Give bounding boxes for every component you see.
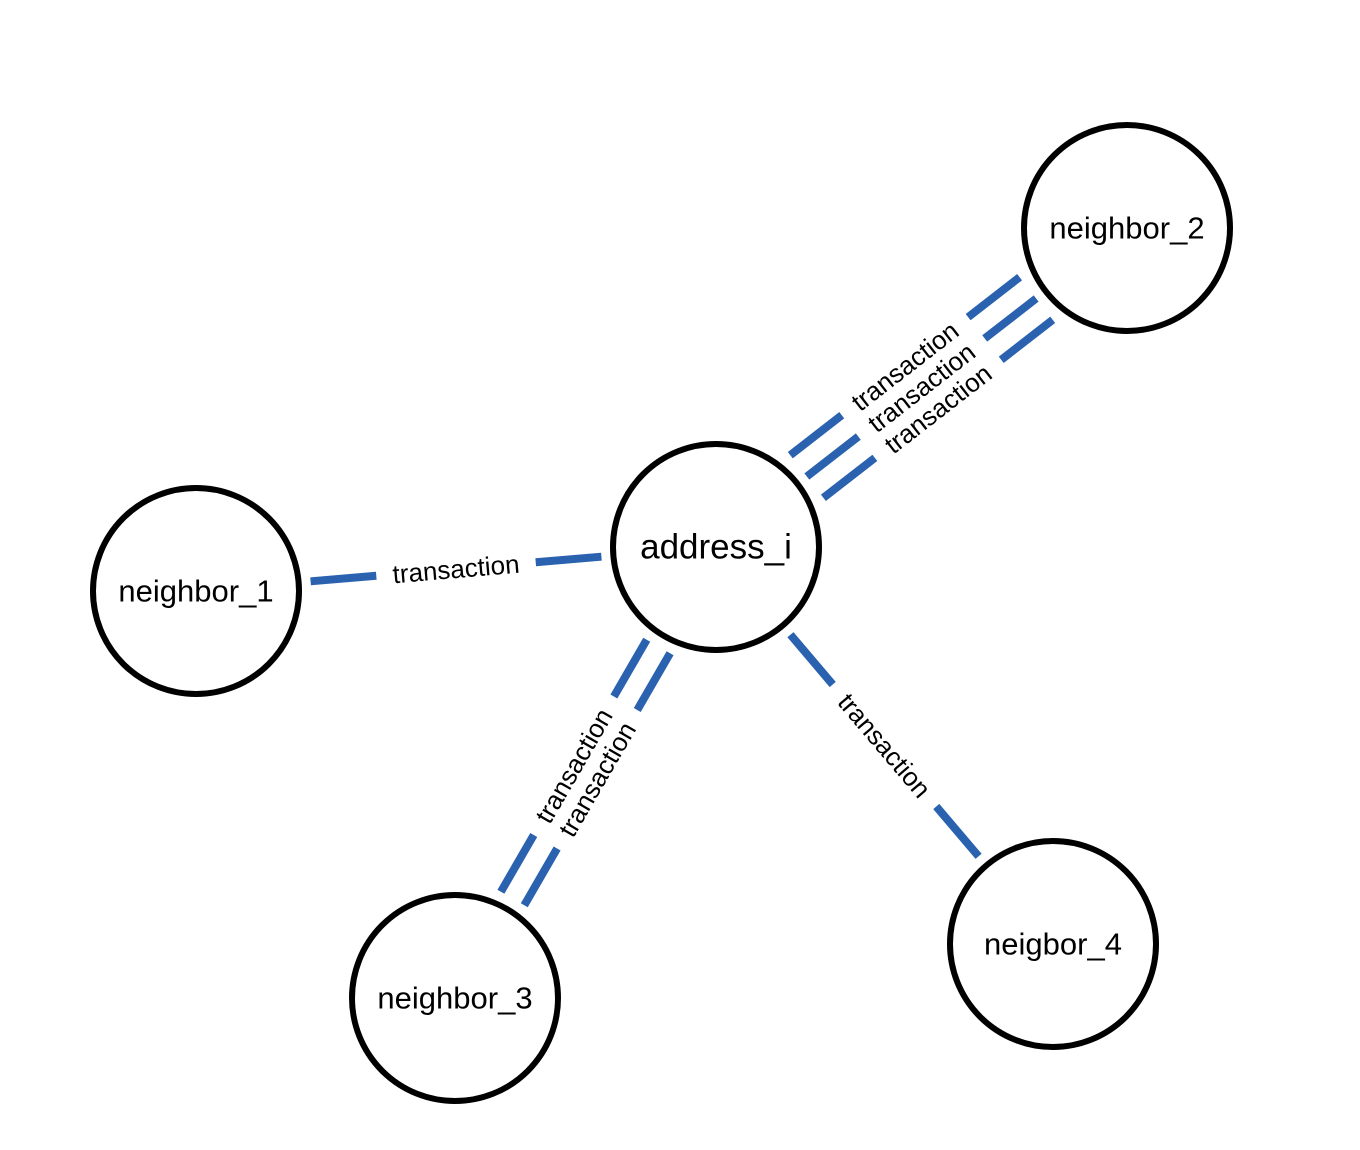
edge-line-segment (804, 433, 861, 480)
node-neigbor_4: neigbor_4 (947, 838, 1159, 1050)
edge-line-segment (633, 651, 674, 713)
node-neighbor_2: neighbor_2 (1021, 122, 1233, 334)
node-circle (947, 838, 1159, 1050)
edge-line-segment (497, 832, 538, 894)
edge-address_i-neighbor_3: transaction (497, 637, 651, 894)
node-label: neighbor_2 (1049, 211, 1204, 246)
edge-line-segment (787, 632, 836, 688)
node-label: neighbor_1 (118, 574, 273, 609)
node-circle (90, 485, 302, 697)
edge-line-segment (610, 637, 651, 699)
node-address_i: address_i (610, 441, 822, 653)
edge-line-segment (787, 412, 845, 459)
edge-label: transaction (391, 549, 520, 590)
edge-address_i-neighbor_3: transaction (520, 651, 674, 908)
edge-address_i-neighbor_2: transaction (804, 295, 1039, 480)
edge-address_i-neighbor_1: transaction (310, 549, 602, 590)
edge-line-segment (535, 552, 602, 567)
node-circle (349, 892, 561, 1104)
edge-line-segment (310, 571, 377, 586)
node-label: neigbor_4 (984, 927, 1122, 962)
edge-line-segment (998, 316, 1056, 363)
edge-line-segment (520, 846, 561, 908)
edge-label: transaction (832, 687, 937, 803)
node-neighbor_1: neighbor_1 (90, 485, 302, 697)
edge-address_i-neigbor_4: transaction (787, 632, 982, 859)
nodes-layer: address_i neighbor_1 neighbor_2 neighbor_3 n… (90, 122, 1233, 1104)
node-circle (610, 441, 822, 653)
node-neighbor_3: neighbor_3 (349, 892, 561, 1104)
edge-line-segment (933, 803, 982, 859)
node-circle (1021, 122, 1233, 334)
node-label: address_i (640, 528, 792, 567)
edge-line-segment (820, 454, 878, 501)
edge-line-segment (982, 295, 1039, 342)
edge-line-segment (965, 274, 1023, 321)
node-label: neighbor_3 (377, 981, 532, 1016)
